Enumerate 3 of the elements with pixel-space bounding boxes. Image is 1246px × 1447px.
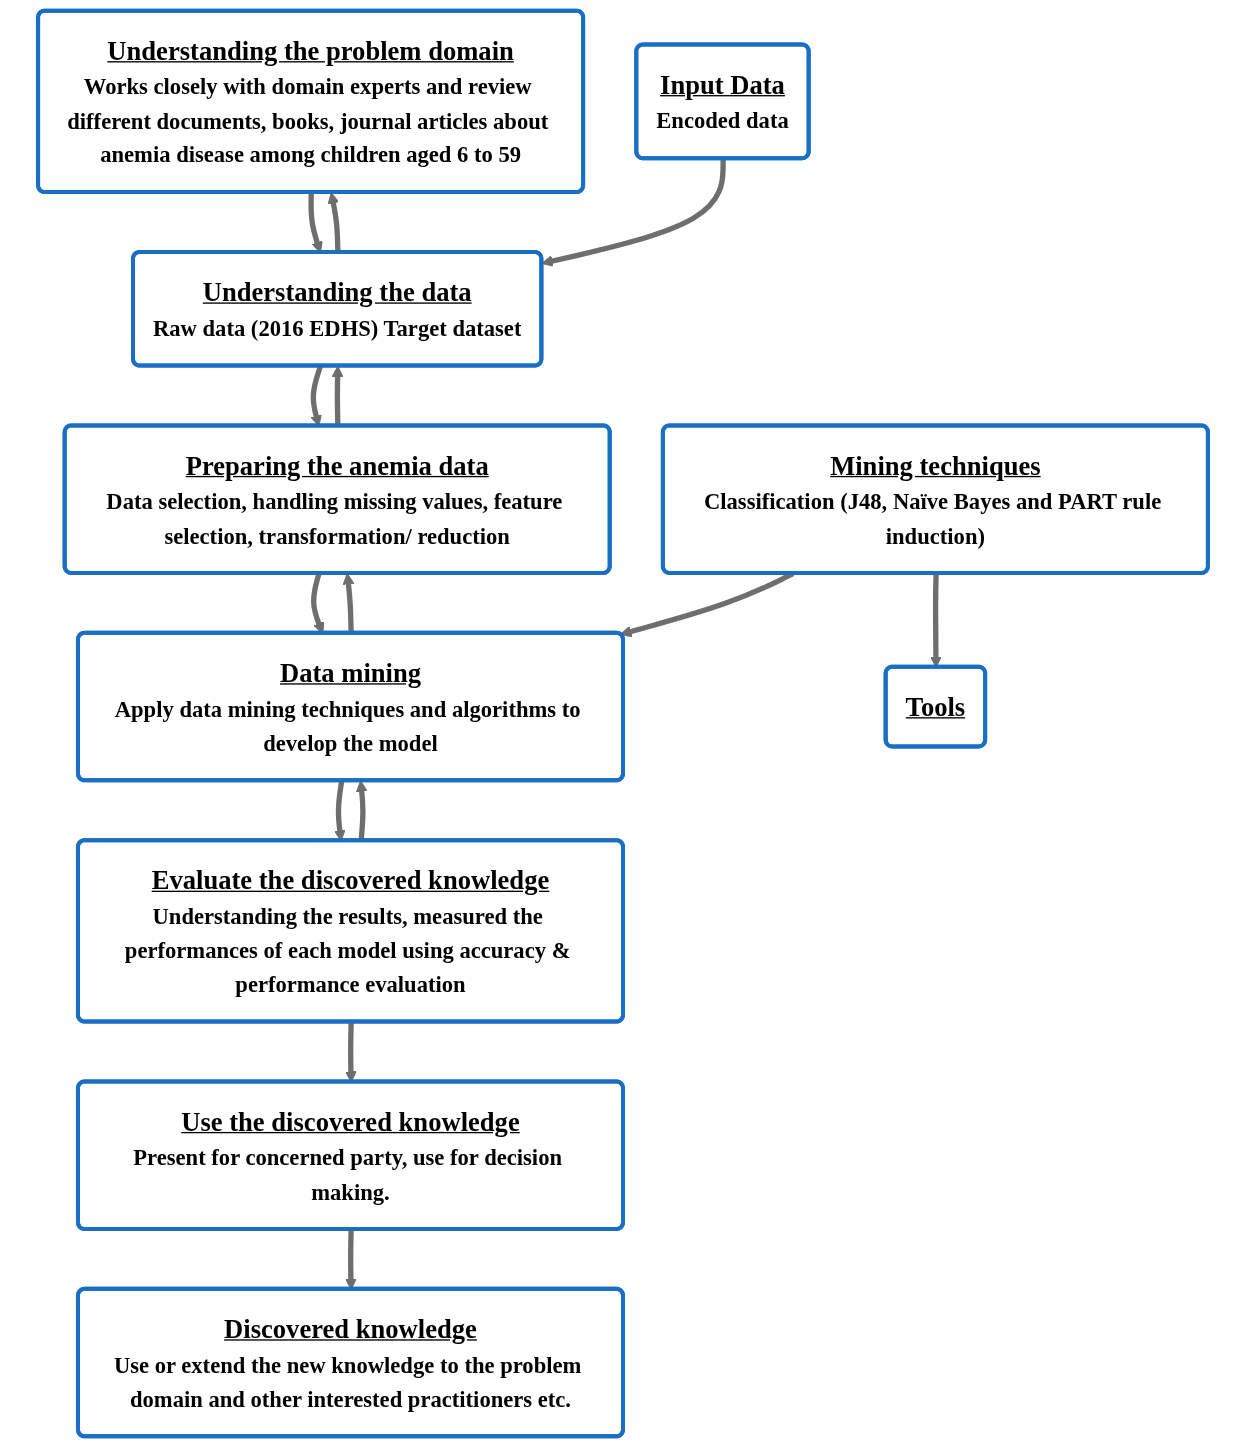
arrow	[327, 192, 341, 253]
arrow	[342, 573, 355, 634]
arrow	[541, 158, 726, 267]
